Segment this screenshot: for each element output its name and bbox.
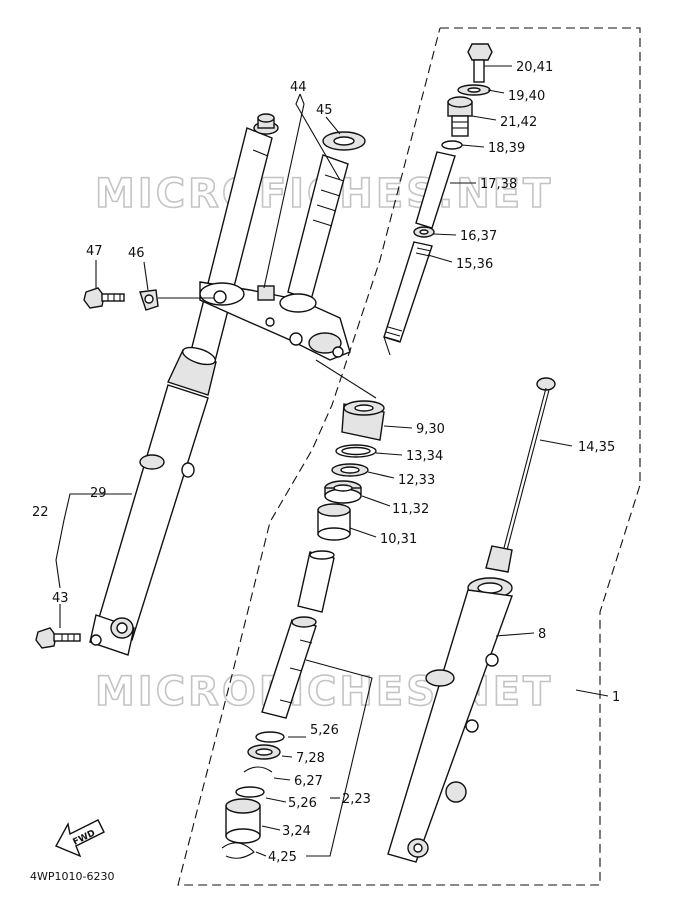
part-16-collar xyxy=(413,226,435,238)
part-9-oil-seal-top xyxy=(341,400,385,441)
part-21-fitting xyxy=(447,96,473,137)
part-18-o-ring xyxy=(441,140,463,150)
label-29: 29 xyxy=(90,486,107,501)
assembly-outline xyxy=(177,27,641,886)
label-13-34: 13,34 xyxy=(406,449,443,464)
label-4-25: 4,25 xyxy=(268,850,297,865)
leader-lines xyxy=(55,65,609,857)
label-5-26-upper: 5,26 xyxy=(310,723,339,738)
part-46-clip xyxy=(139,289,159,311)
diagram-code: 4WP1010-6230 xyxy=(30,870,114,883)
label-15-36: 15,36 xyxy=(456,257,493,272)
label-10-31: 10,31 xyxy=(380,532,417,547)
part-12-oil-seal xyxy=(331,463,369,477)
part-7-washer xyxy=(247,744,281,760)
fork-leg-assembly-left xyxy=(89,113,279,656)
part-47-bolt xyxy=(83,287,125,309)
label-45: 45 xyxy=(316,103,333,118)
label-9-30: 9,30 xyxy=(416,422,445,437)
label-8: 8 xyxy=(538,627,546,642)
label-6-27: 6,27 xyxy=(294,774,323,789)
part-15-fork-spring xyxy=(383,241,433,343)
label-7-28: 7,28 xyxy=(296,751,325,766)
under-bracket-steering-stem xyxy=(199,154,351,361)
label-22: 22 xyxy=(32,505,49,520)
fork-outer-tube-right xyxy=(387,577,513,863)
label-12-33: 12,33 xyxy=(398,473,435,488)
part-11-washer xyxy=(324,480,362,504)
label-43: 43 xyxy=(52,591,69,606)
label-19-40: 19,40 xyxy=(508,89,545,104)
label-3-24: 3,24 xyxy=(282,824,311,839)
part-20-bolt xyxy=(467,43,493,83)
label-18-39: 18,39 xyxy=(488,141,525,156)
label-11-32: 11,32 xyxy=(392,502,429,517)
label-20-41: 20,41 xyxy=(516,60,553,75)
part-10-bushing xyxy=(317,503,351,541)
label-16-37: 16,37 xyxy=(460,229,497,244)
part-4-clip xyxy=(221,842,255,859)
part-5-circlip-lower xyxy=(235,786,265,798)
damper-rod-14 xyxy=(485,377,556,573)
label-2-23: 2,23 xyxy=(342,792,371,807)
part-45-washer xyxy=(322,131,366,151)
part-19-washer xyxy=(457,84,491,96)
label-14-35: 14,35 xyxy=(578,440,615,455)
callout-labels: 20,41 19,40 21,42 18,39 17,38 16,37 15,3… xyxy=(32,60,620,865)
damper-rod-assembly xyxy=(261,550,335,719)
part-43-bolt xyxy=(35,627,81,649)
label-47: 47 xyxy=(86,244,103,259)
part-17-spacer-pipe xyxy=(415,151,456,229)
label-1: 1 xyxy=(612,690,620,705)
part-3-bushing-lower xyxy=(225,798,261,844)
part-5-circlip-upper xyxy=(255,731,285,743)
label-17-38: 17,38 xyxy=(480,177,517,192)
watermark-bottom: MICROFICHES.NET xyxy=(95,669,553,715)
label-44: 44 xyxy=(290,80,307,95)
label-46: 46 xyxy=(128,246,145,261)
label-21-42: 21,42 xyxy=(500,115,537,130)
label-5-26-lower: 5,26 xyxy=(288,796,317,811)
part-6-spring-clip xyxy=(243,766,273,773)
part-13-retaining-clip xyxy=(335,444,377,458)
fwd-arrow-icon: FWD xyxy=(55,819,105,858)
